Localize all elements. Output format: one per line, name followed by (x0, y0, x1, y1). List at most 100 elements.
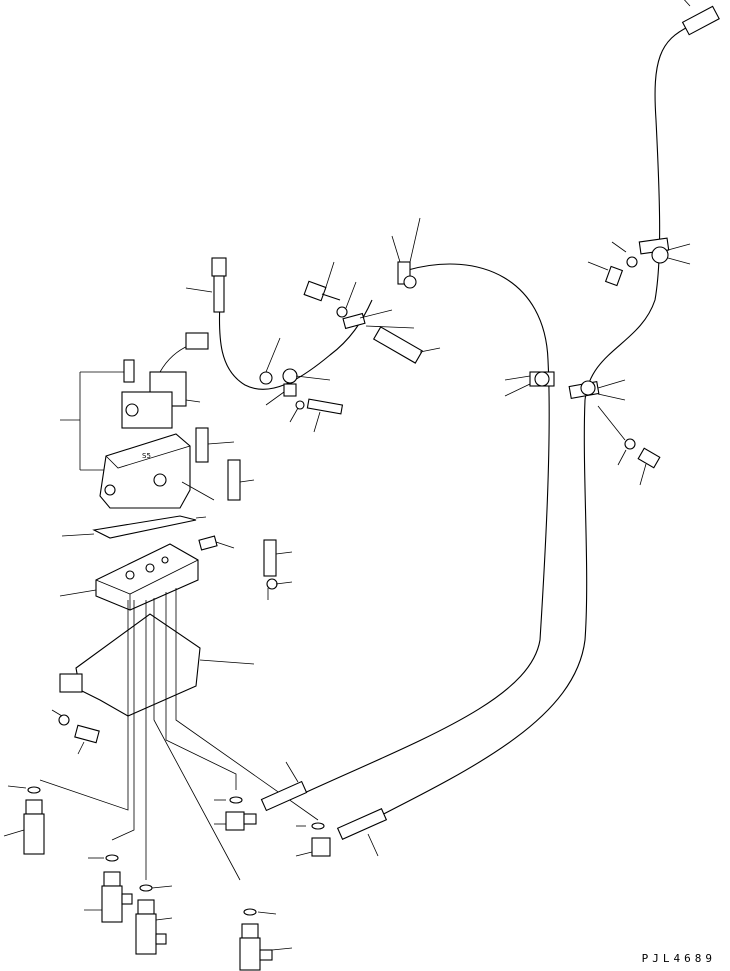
valve-bolt (227, 459, 241, 501)
manifold-body (95, 543, 199, 611)
pressure-switches (3, 785, 293, 971)
valve-edge (105, 445, 191, 469)
clamp-ring (403, 275, 417, 289)
leader-line (275, 581, 293, 585)
tube (153, 598, 241, 881)
clamp-group-upper-middle (303, 217, 441, 364)
elbow-fittings (214, 796, 331, 857)
leader-line (359, 309, 393, 319)
leader-line (185, 287, 213, 293)
bracket-plate (75, 613, 201, 717)
valve-bolt (195, 427, 209, 463)
leader-line (77, 741, 85, 755)
leader-line (667, 243, 691, 251)
long-bolt (185, 257, 227, 313)
leader-line (367, 833, 379, 857)
port (104, 484, 116, 496)
leader-line (587, 261, 609, 271)
fitting (198, 535, 218, 551)
washer (295, 400, 305, 410)
hose-outer (359, 25, 691, 827)
washer (626, 256, 638, 268)
leader-line (151, 885, 173, 889)
o-ring (311, 822, 325, 830)
leader-line (199, 659, 255, 665)
leader-line (504, 383, 531, 397)
tube (165, 592, 237, 790)
elbow-fitting (225, 811, 245, 831)
bracket-bolt (74, 724, 100, 744)
clamp-ring (580, 380, 596, 396)
lower-hose-fittings (260, 761, 388, 857)
long-bracket (372, 326, 424, 364)
hose-fitting-top (681, 5, 720, 36)
leader-line (667, 257, 691, 265)
o-ring (139, 884, 153, 892)
elbow-fitting (311, 837, 331, 857)
manifold-fittings (198, 535, 293, 600)
harness-wire (218, 299, 373, 390)
screw (123, 359, 135, 383)
switch-port (155, 933, 167, 945)
bracket-tab (59, 673, 83, 693)
clamp-plate (283, 383, 297, 397)
washer (336, 306, 348, 318)
leader-line (419, 347, 441, 353)
leader-line (265, 337, 281, 373)
clamp-bolt (604, 265, 624, 287)
port (153, 473, 167, 487)
leader-line (155, 917, 173, 921)
gasket-plate (92, 515, 197, 539)
clamp-ring (282, 368, 298, 384)
port (161, 556, 169, 564)
tube (39, 600, 129, 811)
leader-line (391, 235, 401, 263)
leader-line (51, 709, 63, 717)
elbow-stub (243, 813, 257, 825)
clamp-plate (342, 312, 366, 330)
leader-line (324, 261, 335, 291)
clamp-ring (534, 371, 550, 387)
leader-line (597, 393, 626, 401)
leader-line (345, 281, 357, 309)
leader-line (59, 589, 97, 597)
leader-line (239, 479, 255, 483)
leader-line (207, 441, 235, 445)
clamp-ring (259, 371, 273, 385)
leader-line (275, 551, 293, 555)
bolt-shank (213, 275, 225, 313)
switch-port (121, 893, 133, 905)
switch-top (241, 923, 259, 939)
valve-body (99, 433, 191, 509)
clamp-group-upper-right (587, 237, 691, 287)
switch-port (259, 949, 273, 961)
port (125, 570, 135, 580)
port (145, 563, 155, 573)
leader-line (409, 217, 421, 263)
hose-fitting (260, 780, 308, 812)
hose-inner (299, 263, 550, 796)
leader-line (7, 785, 27, 789)
switch-top (137, 899, 155, 915)
leader-line (181, 481, 215, 501)
connector (185, 332, 209, 350)
clamp-bolt (637, 447, 661, 469)
leader-line (271, 947, 293, 951)
leader-line (313, 411, 321, 433)
leader-line (684, 0, 691, 7)
leader-line (617, 449, 627, 466)
solenoid-valve-assembly: S5 (60, 332, 255, 509)
leader-line (597, 379, 626, 389)
clamp-bolt (306, 398, 344, 415)
o-ring (229, 796, 243, 804)
leader-line (185, 399, 201, 403)
leader-line (639, 463, 647, 486)
washer (266, 578, 278, 590)
bolt (263, 539, 277, 577)
leader-line (597, 405, 626, 441)
leader-line (285, 761, 299, 783)
leader-line (295, 851, 313, 857)
switch-body (135, 913, 157, 955)
